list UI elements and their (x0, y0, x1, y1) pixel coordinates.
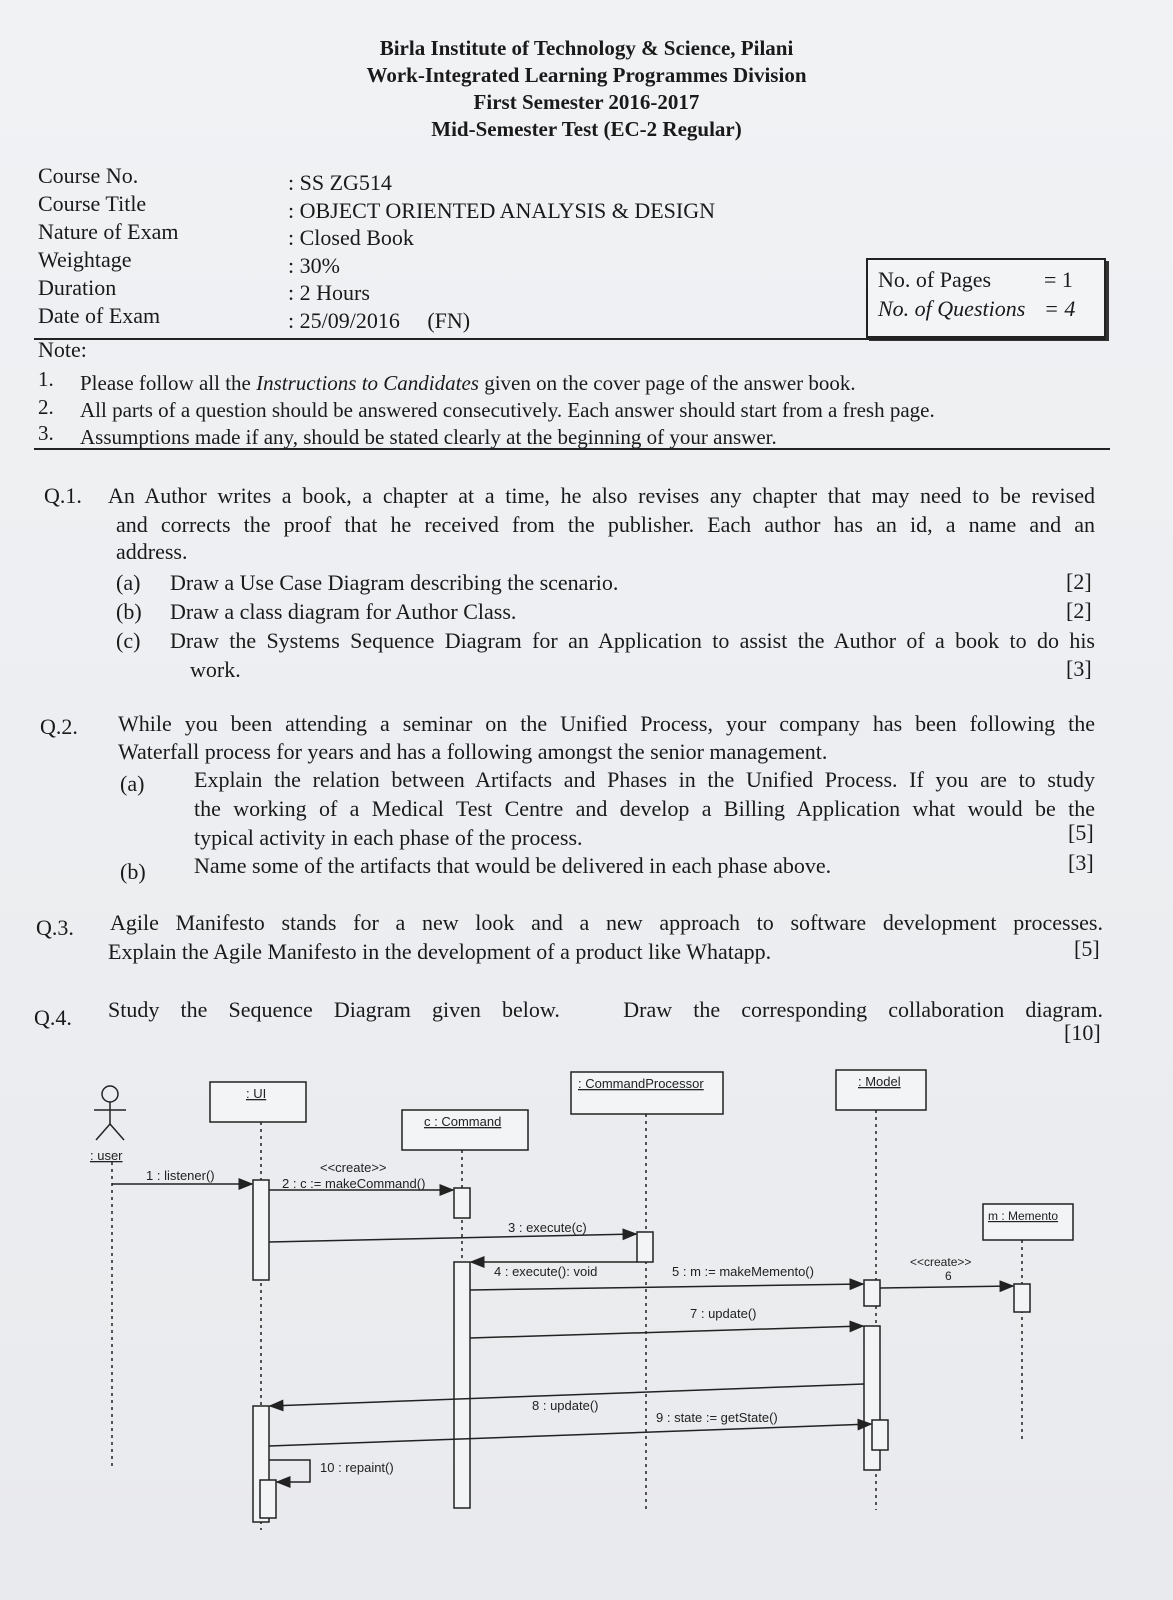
q4-line1: Study the Sequence Diagram given below. … (108, 997, 1103, 1022)
q1a-marks: [2] (1066, 569, 1092, 594)
q2a-text-1: Explain the relation between Artifacts a… (194, 767, 1095, 792)
date-value: : 25/09/2016 (FN) (288, 308, 471, 333)
q1b-label: (b) (116, 599, 142, 624)
semester: First Semester 2016-2017 (473, 90, 700, 114)
q2a-label: (a) (120, 771, 145, 796)
q1c-label: (c) (116, 628, 141, 653)
q1b-text: Draw a class diagram for Author Class. (170, 599, 517, 624)
note-num-1: 1. (38, 367, 54, 391)
processor-label: : CommandProcessor (578, 1076, 704, 1091)
course-title-value: : OBJECT ORIENTED ANALYSIS & DESIGN (288, 198, 716, 223)
msg-2: 2 : c := makeCommand() (282, 1176, 425, 1191)
model-object-box (835, 1069, 927, 1111)
q1a-label: (a) (116, 570, 141, 595)
q1-line2: and corrects the proof that he received … (116, 512, 1095, 537)
q2a-text-3: typical activity in each phase of the pr… (194, 825, 583, 850)
nature-value: : Closed Book (288, 225, 414, 250)
q1a-text: Draw a Use Case Diagram describing the s… (170, 570, 619, 595)
processor-object-box (570, 1071, 724, 1115)
msg-9: 9 : state := getState() (656, 1410, 778, 1425)
q2b-text: Name some of the artifacts that would be… (194, 853, 832, 878)
q2a-marks: [5] (1068, 820, 1094, 845)
q1-line3: address. (116, 539, 188, 564)
msg-6: 6 (945, 1269, 952, 1283)
nature-label: Nature of Exam (38, 219, 179, 244)
ui-label: : UI (246, 1086, 266, 1101)
q2-number: Q.2. (40, 714, 78, 739)
pages-label: No. of Pages (878, 267, 992, 292)
memento-label: m : Memento (988, 1209, 1058, 1223)
divider-bottom (34, 448, 1110, 450)
course-no-value: : SS ZG514 (288, 170, 392, 195)
sequence-diagram: : user : UI c : Command : CommandProcess… (90, 1069, 1074, 1530)
divider-top (34, 338, 1106, 340)
q1-line1: An Author writes a book, a chapter at a … (108, 483, 1095, 508)
msg-3: 3 : execute(c) (508, 1220, 587, 1235)
info-box: No. of Pages = 1 No. of Questions = 4 (866, 258, 1106, 338)
duration-label: Duration (38, 275, 117, 300)
actor-label: : user (90, 1148, 123, 1163)
q2a-text-2: the working of a Medical Test Centre and… (194, 796, 1095, 821)
note-num-3: 3. (38, 421, 54, 445)
msg-8: 8 : update() (532, 1398, 599, 1413)
course-no-label: Course No. (38, 163, 139, 188)
memento-object-box (982, 1203, 1074, 1241)
duration-value: : 2 Hours (288, 280, 370, 305)
command-object-box (401, 1109, 529, 1151)
q1c-marks: [3] (1066, 656, 1092, 681)
q2-line1: While you been attending a seminar on th… (118, 711, 1095, 736)
note-num-2: 2. (38, 395, 54, 419)
msg-10: 10 : repaint() (320, 1460, 394, 1475)
q1c-text-1: Draw the Systems Sequence Diagram for an… (170, 628, 1095, 653)
course-title-label: Course Title (38, 191, 147, 216)
questions-value: = 4 (1044, 296, 1076, 321)
msg-7: 7 : update() (690, 1306, 757, 1321)
weightage-label: Weightage (38, 247, 132, 272)
model-label: : Model (858, 1074, 901, 1089)
msg-5: 5 : m := makeMemento() (672, 1264, 814, 1279)
command-label: c : Command (424, 1114, 501, 1129)
note-item-2: All parts of a question should be answer… (80, 398, 935, 422)
test-name: Mid-Semester Test (EC-2 Regular) (431, 117, 742, 141)
date-label: Date of Exam (38, 303, 161, 328)
q1b-marks: [2] (1066, 598, 1092, 623)
msg-1: 1 : listener() (146, 1168, 215, 1183)
division-name: Work-Integrated Learning Programmes Divi… (366, 63, 807, 87)
q4-marks: [10] (1064, 1020, 1101, 1045)
q3-line1: Agile Manifesto stands for a new look an… (110, 910, 1103, 935)
pages-value: = 1 (1044, 267, 1073, 292)
q4-number: Q.4. (34, 1005, 72, 1030)
q2b-label: (b) (120, 859, 146, 884)
q1c-text-2: work. (190, 657, 241, 682)
msg-6-stereotype: <<create>> (910, 1255, 971, 1269)
q3-number: Q.3. (36, 915, 74, 940)
institute-name: Birla Institute of Technology & Science,… (379, 36, 794, 60)
q2b-marks: [3] (1068, 850, 1094, 875)
q2-line2: Waterfall process for years and has a fo… (118, 739, 828, 764)
msg-2-stereotype: <<create>> (320, 1160, 387, 1175)
actor-figure (94, 1085, 126, 1141)
questions-label: No. of Questions (878, 296, 1026, 321)
note-item-1: Please follow all the Instructions to Ca… (80, 371, 856, 395)
q1-number: Q.1. (44, 483, 82, 508)
weightage-value: : 30% (288, 253, 340, 278)
q3-line2: Explain the Agile Manifesto in the devel… (108, 939, 772, 964)
q3-marks: [5] (1074, 936, 1100, 961)
note-title: Note: (38, 337, 87, 362)
note-item-3: Assumptions made if any, should be state… (80, 425, 777, 449)
msg-4: 4 : execute(): void (494, 1264, 597, 1279)
ui-object-box (209, 1081, 307, 1123)
